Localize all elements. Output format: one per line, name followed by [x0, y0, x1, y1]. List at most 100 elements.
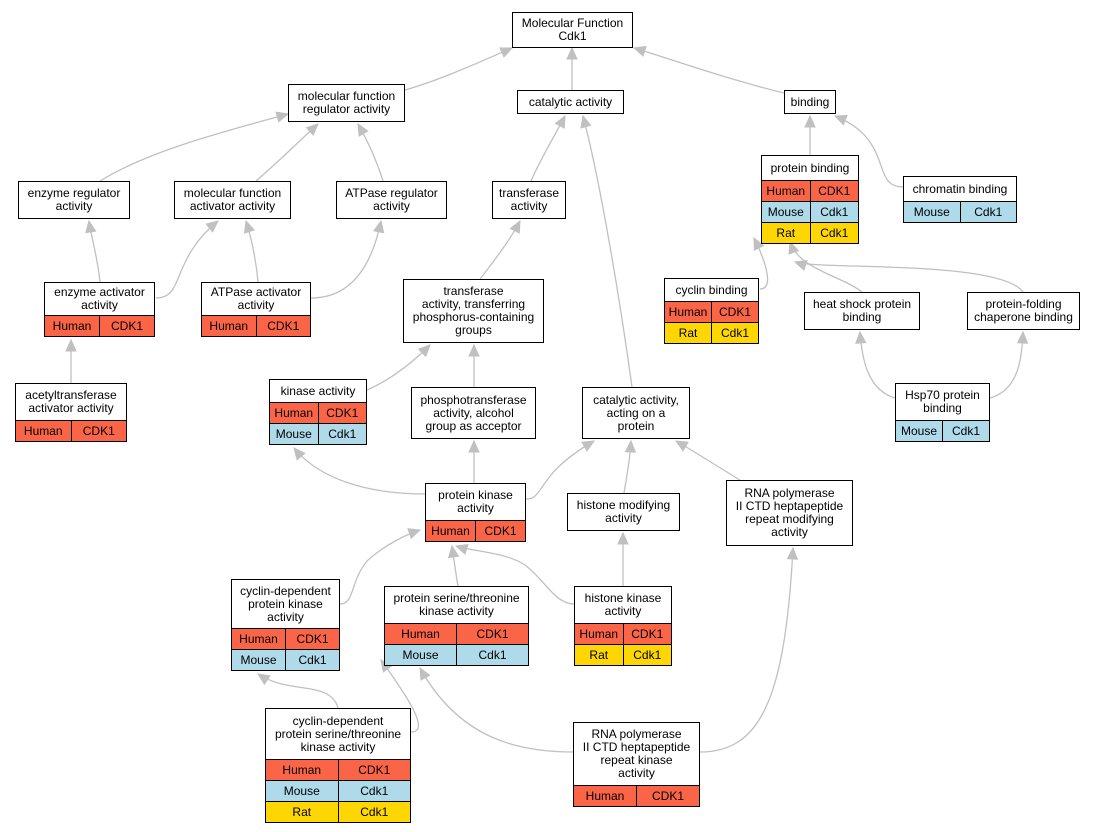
go-term-rnap-ctd-modifying[interactable]: RNA polymerase II CTD heptapeptide repea…: [726, 480, 853, 546]
edge-line: [257, 673, 339, 709]
edge-ser_thr_kinase-to-protein_kinase: [447, 544, 460, 587]
edge-line: [699, 547, 794, 753]
go-term-heat-shock-binding[interactable]: heat shock protein binding: [804, 292, 920, 330]
edge-line: [419, 667, 574, 753]
edge-mf_regulator-to-molecular_function: [404, 47, 514, 91]
go-term-ser-thr-kinase[interactable]: protein serine/threonine kinase activity…: [384, 586, 529, 666]
arrowhead: [580, 114, 592, 129]
arrowhead: [1016, 330, 1029, 344]
organism-cell: Human: [401, 627, 440, 641]
gene-cell: Cdk1: [711, 323, 758, 343]
gene-cell: Cdk1: [622, 645, 672, 665]
go-term-mf-regulator[interactable]: molecular function regulator activity: [288, 84, 405, 122]
edge-heat_shock_binding-to-protein_binding: [788, 240, 863, 293]
edge-protein_kinase-to-phosphotransferase: [468, 439, 480, 483]
arrowhead: [85, 219, 97, 234]
go-term-label: cyclin binding: [675, 282, 748, 297]
edge-transferase-to-catalytic: [530, 114, 566, 182]
edge-binding-to-molecular_function: [632, 45, 785, 94]
go-term-catalytic-protein[interactable]: catalytic activity, acting on a protein: [582, 387, 690, 439]
edge-hsp70_binding-to-heat_shock_binding: [855, 330, 896, 399]
arrowhead: [454, 543, 469, 555]
organism-cell: Human: [282, 763, 322, 777]
go-term-mf-activator[interactable]: molecular function activator activity: [174, 181, 291, 219]
organism-cell: Mouse: [275, 427, 312, 441]
organism-cell: Human: [239, 632, 278, 646]
go-term-catalytic[interactable]: catalytic activity: [517, 90, 624, 114]
go-term-label: histone modifying activity: [576, 498, 671, 525]
arrowhead: [581, 440, 596, 452]
arrowhead: [499, 47, 514, 58]
annotation-row-rat: Rat Cdk1: [762, 222, 858, 243]
edge-line: [99, 113, 289, 182]
edge-protein_kinase-to-catalytic_protein: [525, 440, 596, 500]
arrowhead: [373, 219, 385, 234]
go-term-transferase[interactable]: transferase activity: [492, 181, 566, 219]
go-term-atpase-regulator[interactable]: ATPase regulator activity: [336, 181, 447, 219]
go-term-label: heat shock protein binding: [812, 297, 912, 324]
arrowhead: [293, 447, 306, 461]
edge-line: [339, 529, 421, 605]
organism-cell: Human: [274, 406, 314, 420]
organism-cell: Human: [766, 184, 806, 198]
go-term-label: molecular function activator activity: [183, 186, 282, 213]
go-term-cdk[interactable]: cyclin-dependent protein kinase activity…: [231, 579, 340, 671]
organism-cell: Rat: [678, 326, 698, 340]
organism-cell: Human: [668, 305, 708, 319]
arrowhead: [566, 46, 578, 60]
edge-transferase_phosphorus-to-transferase: [479, 219, 521, 280]
edge-enzyme_regulator-to-mf_regulator: [99, 111, 290, 182]
go-term-enzyme-regulator[interactable]: enzyme regulator activity: [18, 181, 130, 219]
organism-cell: Rat: [776, 226, 796, 240]
go-term-histone-modifying[interactable]: histone modifying activity: [567, 493, 680, 531]
go-term-phosphotransferase[interactable]: phosphotransferase activity, alcohol gro…: [411, 387, 536, 439]
go-term-label: Molecular Function Cdk1: [521, 16, 624, 43]
edge-catalytic_protein-to-catalytic: [580, 114, 633, 388]
organism-cell: Human: [579, 627, 619, 641]
go-term-binding[interactable]: binding: [784, 90, 836, 114]
arrowhead: [617, 531, 629, 545]
gene-cell: Cdk1: [809, 223, 859, 243]
go-term-molecular-function[interactable]: Molecular Function Cdk1: [512, 12, 633, 48]
edge-line: [155, 220, 219, 299]
go-term-chaperone-binding[interactable]: protein-folding chaperone binding: [967, 292, 1080, 330]
arrowhead: [786, 546, 799, 560]
arrowhead: [468, 439, 480, 453]
gene-cell: Cdk1: [809, 202, 859, 222]
edge-protein_binding-to-binding: [804, 114, 816, 155]
arrowhead: [833, 114, 848, 126]
edge-atpase_activator-to-mf_activator: [243, 219, 259, 283]
gene-cell: CDK1: [255, 316, 311, 336]
go-term-rnap-ctd-kinase[interactable]: RNA polymerase II CTD heptapeptide repea…: [573, 722, 700, 807]
go-term-transferase-phosphorus[interactable]: transferase activity, transferring phosp…: [403, 279, 544, 343]
go-term-label: protein binding: [770, 160, 850, 175]
arrowhead: [554, 114, 566, 129]
arrowhead: [753, 236, 765, 251]
go-term-label: enzyme regulator activity: [27, 186, 121, 213]
go-term-label: kinase activity: [280, 383, 356, 398]
go-term-label: molecular function regulator activity: [297, 89, 396, 116]
edge-hsp70_binding-to-chaperone_binding: [989, 330, 1029, 399]
arrowhead: [417, 344, 431, 358]
go-term-cdk-ser-thr[interactable]: cyclin-dependent protein serine/threonin…: [265, 708, 411, 823]
